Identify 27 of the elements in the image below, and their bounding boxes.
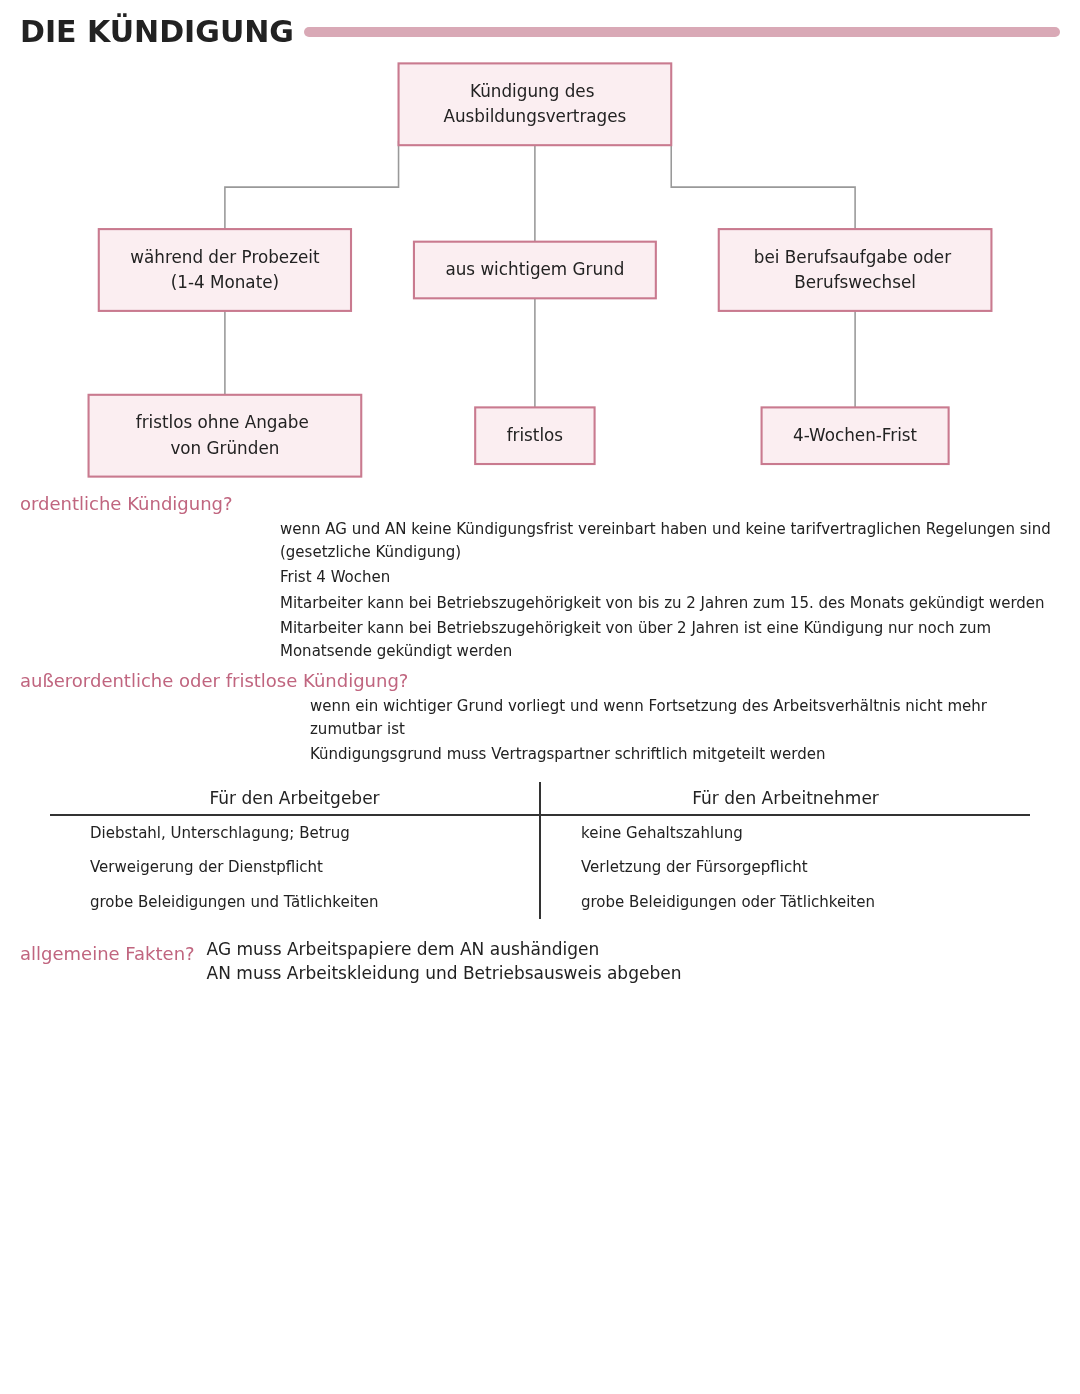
text-line: AG muss Arbeitspapiere dem AN aushändigen bbox=[206, 939, 601, 959]
section-heading: außerordentliche oder fristlose Kündigung? bbox=[20, 670, 410, 691]
section-heading: ordentliche Kündigung? bbox=[20, 493, 234, 514]
bullet-point: Verletzung der Fürsorgepflicht bbox=[581, 857, 809, 878]
bullet-point: Verweigerung der Dienstpflicht bbox=[90, 857, 324, 878]
bullet-point: Diebstahl, Unterschlagung; Betrug bbox=[90, 822, 351, 844]
bullet-point: keine Gehaltszahlung bbox=[581, 822, 744, 844]
bullet-point: wenn AG und AN keine Kündigungsfrist vereinbart haben und keine tarifvertraglichen Regelungen sind (gesetzliche Kündigung) bbox=[280, 519, 1052, 563]
section-heading: allgemeine Fakten? bbox=[20, 943, 195, 966]
bullet-point: grobe Beleidigungen und Tätlichkeiten bbox=[90, 891, 380, 913]
node-box: Kündigung des Ausbildungsvertrages bbox=[397, 62, 673, 147]
bullet-point: grobe Beleidigungen oder Tätlichkeiten bbox=[581, 891, 876, 913]
bullet-point: Mitarbeiter kann bei Betriebszugehörigkeit von über 2 Jahren ist eine Kündigung nur noch zum Monatsende gekündigt werden bbox=[280, 618, 993, 662]
bullet-point: Mitarbeiter kann bei Betriebszugehörigkeit von bis zu 2 Jahren zum 15. des Monats gekündigt werden bbox=[280, 592, 1046, 614]
text-line: AN muss Arbeitskleidung und Betriebsausweis abgeben bbox=[206, 963, 682, 983]
title: DIE KÜNDIGUNG bbox=[20, 14, 294, 49]
bullet-point: Kündigungsgrund muss Vertragspartner schriftlich mitgeteilt werden bbox=[310, 744, 827, 765]
node-box: 4-Wochen-Frist bbox=[760, 406, 950, 466]
column-header: Für den Arbeitnehmer bbox=[540, 781, 1030, 815]
column-header: Für den Arbeitgeber bbox=[50, 781, 540, 815]
node-box: aus wichtigem Grund bbox=[412, 240, 657, 300]
node-box: während der Probezeit (1-4 Monate) bbox=[97, 228, 353, 312]
node-box: fristlos bbox=[474, 406, 596, 466]
node-box: bei Berufsaufgabe oder Berufswechsel bbox=[717, 228, 993, 312]
node-box: fristlos ohne Angabe von Gründen bbox=[87, 393, 363, 478]
bullet-point: wenn ein wichtiger Grund vorliegt und wenn Fortsetzung des Arbeitsverhältnis nicht mehr zumutbar ist bbox=[310, 696, 988, 740]
bullet-point: Frist 4 Wochen bbox=[280, 567, 392, 588]
